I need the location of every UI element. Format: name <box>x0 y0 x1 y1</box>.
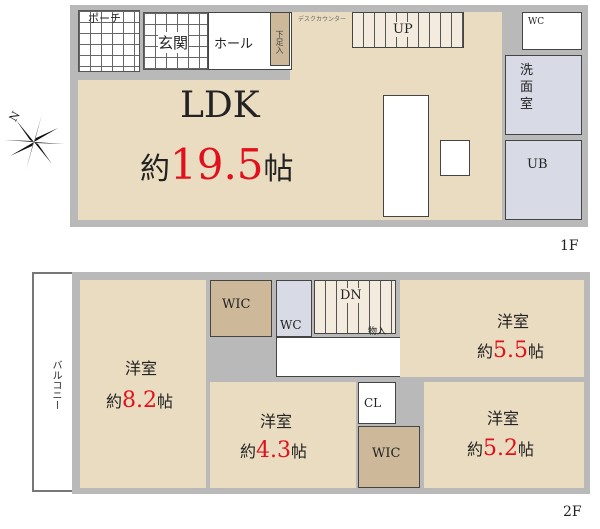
room-c-size: 5.5 <box>493 338 529 363</box>
wic-1 <box>210 280 272 337</box>
floor-2f-label: 2F <box>563 504 582 520</box>
room-b-size: 4.3 <box>256 438 292 463</box>
room-d-area: 約5.2帖 <box>467 436 534 461</box>
stairs-up-label: UP <box>393 22 413 37</box>
balcony-label: バルコニー <box>50 360 61 410</box>
refrigerator <box>440 140 470 176</box>
room-c <box>400 280 584 377</box>
ldk-room <box>78 80 502 220</box>
storage-label: 物入 <box>368 327 387 337</box>
wic-2 <box>358 426 420 488</box>
room-d-name: 洋室 <box>487 409 520 428</box>
bathroom <box>505 140 582 220</box>
room-b <box>210 382 356 488</box>
entrance-label: 玄関 <box>158 32 189 53</box>
hall-label: ホール <box>214 37 254 52</box>
porch <box>78 10 140 72</box>
ldk-area: 約19.5帖 <box>140 140 294 189</box>
wc-2f <box>276 280 312 337</box>
stairs-down-label: DN <box>340 288 362 303</box>
washroom-label: 洗面室 <box>520 63 534 112</box>
room-c-area: 約5.5帖 <box>477 338 544 363</box>
compass-icon: N <box>2 109 66 174</box>
wc-2f-label: WC <box>280 318 302 332</box>
bath-label: UB <box>527 157 548 172</box>
wic-1-label: WIC <box>222 297 251 312</box>
washroom <box>505 55 582 135</box>
room-a-area: 約8.2帖 <box>106 388 173 413</box>
closet <box>358 382 396 424</box>
ldk-unit: 帖 <box>263 152 294 187</box>
shoe-storage-label: 下足入 <box>275 30 284 54</box>
unit: 帖 <box>518 440 535 459</box>
room-b-name: 洋室 <box>260 412 293 431</box>
room-c-name: 洋室 <box>497 312 530 331</box>
prefix: 約 <box>467 440 484 459</box>
wc-1f <box>522 12 582 50</box>
shoe-storage <box>270 12 290 66</box>
ldk-prefix: 約 <box>140 152 170 187</box>
room-a-name: 洋室 <box>125 359 158 378</box>
unit: 帖 <box>528 342 545 361</box>
room-a-size: 8.2 <box>122 388 158 413</box>
prefix: 約 <box>240 442 257 461</box>
prefix: 約 <box>106 392 123 411</box>
counter-label: デスクカウンター <box>298 16 347 23</box>
prefix: 約 <box>477 342 494 361</box>
closet-label: CL <box>364 396 382 410</box>
kitchen-counter <box>383 95 429 217</box>
unit: 帖 <box>291 442 308 461</box>
room-a <box>80 280 206 488</box>
room-d <box>424 382 584 488</box>
room-d-size: 5.2 <box>483 436 519 461</box>
wic-2-label: WIC <box>372 446 401 461</box>
unit: 帖 <box>157 392 174 411</box>
ldk-size: 19.5 <box>170 140 264 189</box>
room-b-area: 約4.3帖 <box>240 438 307 463</box>
floor-1f-label: 1F <box>560 238 579 254</box>
porch-label: ポーチ <box>88 12 121 25</box>
ldk-label: LDK <box>180 85 260 126</box>
wc-1f-label: WC <box>528 17 545 27</box>
